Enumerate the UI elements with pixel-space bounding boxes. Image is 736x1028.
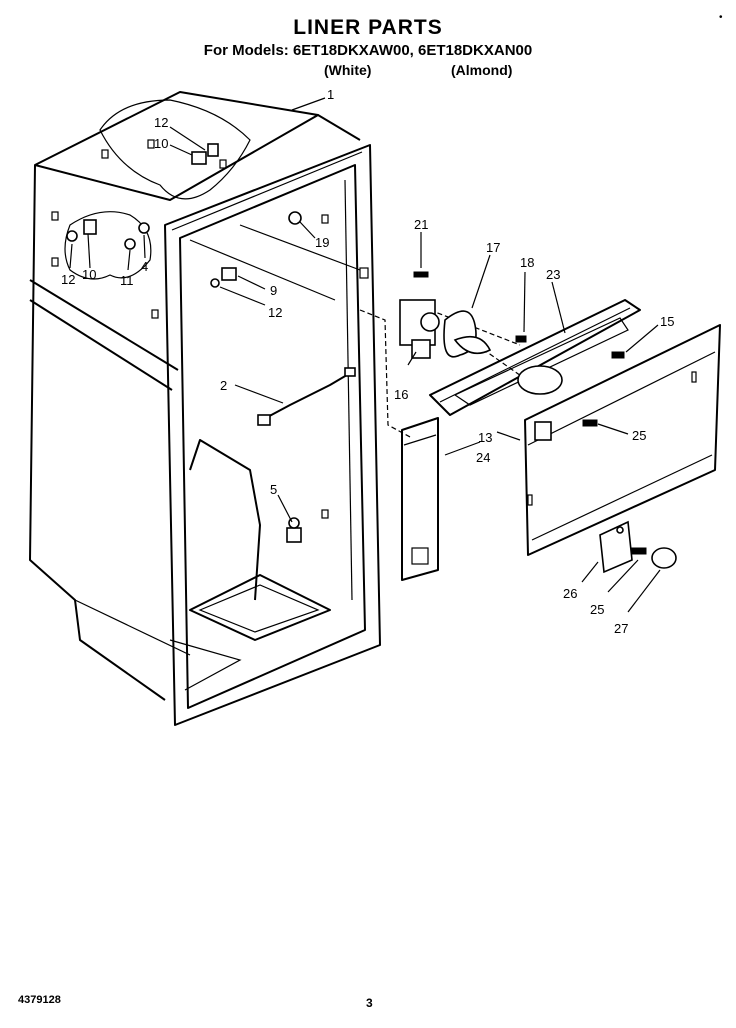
callout-25-lower: 25 (590, 602, 604, 617)
corner-mark: • (719, 12, 723, 23)
callout-25-upper: 25 (632, 428, 646, 443)
model-numbers: For Models: 6ET18DKXAW00, 6ET18DKXAN00 (203, 42, 533, 59)
page-number: 3 (366, 996, 373, 1010)
callout-2: 2 (220, 378, 227, 393)
callout-12-top: 12 (154, 115, 168, 130)
callout-1: 1 (327, 87, 334, 102)
callout-16: 16 (394, 387, 408, 402)
fan-and-panel-assembly (359, 271, 721, 581)
callout-11: 11 (120, 273, 134, 288)
callout-13: 13 (478, 430, 492, 445)
document-number: 4379128 (18, 994, 61, 1006)
callout-15: 15 (660, 314, 674, 329)
callout-26: 26 (563, 586, 577, 601)
callout-12-left: 12 (61, 272, 75, 287)
callout-10-top: 10 (154, 136, 168, 151)
leader-lines (69, 97, 661, 613)
callout-21: 21 (414, 217, 428, 232)
callout-5: 5 (270, 482, 277, 497)
callout-19: 19 (315, 235, 329, 250)
callout-labels: 1 12 10 12 10 11 4 19 9 12 2 5 21 17 18 … (61, 87, 674, 636)
callout-23: 23 (546, 267, 560, 282)
color-almond-label: (Almond) (451, 62, 513, 78)
callout-12-mid: 12 (268, 305, 282, 320)
callout-17: 17 (486, 240, 500, 255)
callout-24: 24 (476, 450, 490, 465)
page-title: LINER PARTS (293, 16, 443, 39)
color-white-label: (White) (324, 62, 372, 78)
callout-9: 9 (270, 283, 277, 298)
liner-cabinet (29, 91, 381, 726)
callout-27: 27 (614, 621, 628, 636)
cabinet-small-parts (66, 143, 356, 543)
callout-18: 18 (520, 255, 534, 270)
callout-10-left: 10 (82, 267, 96, 282)
callout-4: 4 (141, 259, 148, 274)
